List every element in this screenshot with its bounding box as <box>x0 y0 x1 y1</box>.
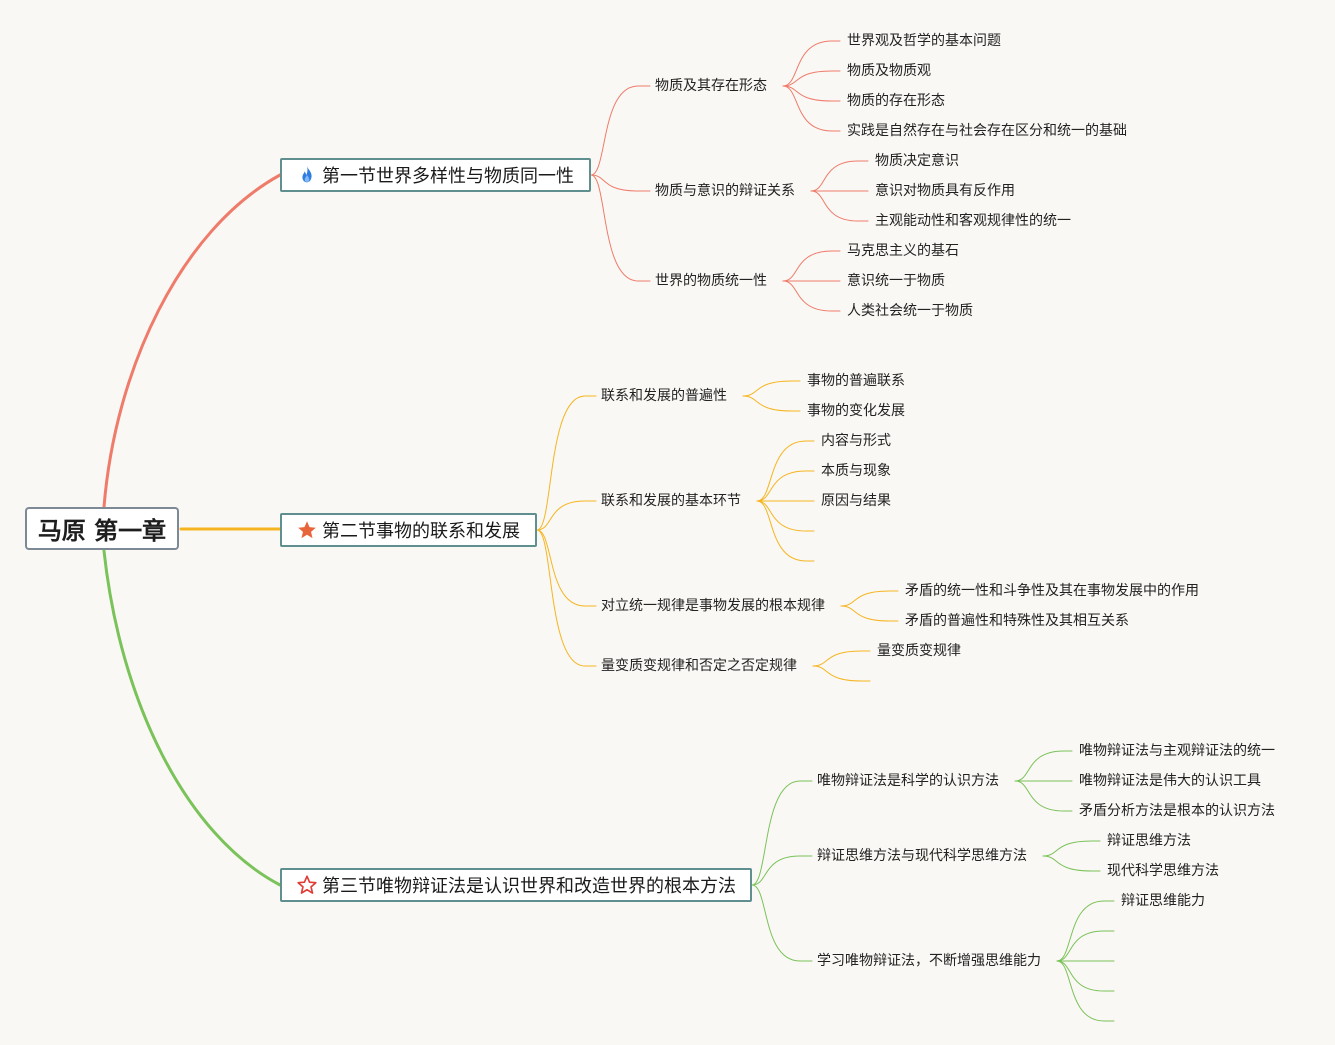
star-outline-icon <box>296 874 318 896</box>
link-2-1 <box>536 395 597 531</box>
link-1-2-3 <box>810 190 869 222</box>
subtopic-3-1[interactable]: 唯物辩证法是科学的认识方法 <box>817 773 999 789</box>
section-3-topic[interactable]: 第三节唯物辩证法是认识世界和改造世界的根本方法 <box>280 868 752 902</box>
leaf-2-2-1[interactable]: 内容与形式 <box>821 433 891 449</box>
leaf-2-3-1[interactable]: 矛盾的统一性和斗争性及其在事物发展中的作用 <box>905 583 1199 599</box>
leaf-1-3-3[interactable]: 人类社会统一于物质 <box>847 303 973 319</box>
link-2-1-1 <box>742 380 801 397</box>
section-1-topic[interactable]: 第一节世界多样性与物质同一性 <box>280 158 591 192</box>
leaf-2-2-3[interactable]: 原因与结果 <box>821 493 891 509</box>
leaf-3-3-1[interactable]: 辩证思维能力 <box>1121 893 1205 909</box>
link-3-1-1 <box>1014 750 1073 782</box>
link-3-3-2 <box>1056 930 1115 962</box>
subtopic-1-1[interactable]: 物质及其存在形态 <box>655 78 767 94</box>
link-3-2-1 <box>1042 840 1101 857</box>
leaf-1-1-2[interactable]: 物质及物质观 <box>847 63 931 79</box>
leaf-2-4-1[interactable]: 量变质变规律 <box>877 643 961 659</box>
link-1-2 <box>590 174 651 192</box>
leaf-2-2-2[interactable]: 本质与现象 <box>821 463 891 479</box>
subtopic-2-1[interactable]: 联系和发展的普遍性 <box>601 388 727 404</box>
link-2-2-5 <box>756 500 815 562</box>
root-topic[interactable]: 马原 第一章 <box>25 507 179 550</box>
link-2-2-1 <box>756 440 815 502</box>
leaf-1-2-3[interactable]: 主观能动性和客观规律性的统一 <box>875 213 1071 229</box>
link-1-1-1 <box>782 40 841 87</box>
link-1-3-1 <box>782 250 841 282</box>
link-1-1-3 <box>782 85 841 102</box>
root-link-section-1 <box>102 173 282 509</box>
leaf-2-1-2[interactable]: 事物的变化发展 <box>807 403 905 419</box>
link-2-3 <box>536 529 597 607</box>
leaf-3-1-3[interactable]: 矛盾分析方法是根本的认识方法 <box>1079 803 1275 819</box>
section-3-label: 第三节唯物辩证法是认识世界和改造世界的根本方法 <box>322 876 736 897</box>
leaf-1-1-4[interactable]: 实践是自然存在与社会存在区分和统一的基础 <box>847 123 1127 139</box>
link-2-4-2 <box>812 665 871 682</box>
leaf-1-1-3[interactable]: 物质的存在形态 <box>847 93 945 109</box>
leaf-1-3-2[interactable]: 意识统一于物质 <box>847 273 945 289</box>
link-2-2 <box>536 500 597 531</box>
link-2-2-4 <box>756 500 815 532</box>
subtopic-1-3[interactable]: 世界的物质统一性 <box>655 273 767 289</box>
section-2-topic[interactable]: 第二节事物的联系和发展 <box>280 513 537 547</box>
subtopic-2-4[interactable]: 量变质变规律和否定之否定规律 <box>601 658 797 674</box>
subtopic-3-2[interactable]: 辩证思维方法与现代科学思维方法 <box>817 848 1027 864</box>
subtopic-2-3[interactable]: 对立统一规律是事物发展的根本规律 <box>601 598 825 614</box>
leaf-3-1-2[interactable]: 唯物辩证法是伟大的认识工具 <box>1079 773 1261 789</box>
link-3-2 <box>751 855 813 886</box>
root-topic-label: 马原 第一章 <box>37 517 167 545</box>
link-3-3-4 <box>1056 960 1115 992</box>
link-1-1-2 <box>782 70 841 87</box>
subtopic-1-2[interactable]: 物质与意识的辩证关系 <box>655 183 795 199</box>
link-1-1 <box>590 85 651 176</box>
link-3-1-3 <box>1014 780 1073 812</box>
leaf-1-3-1[interactable]: 马克思主义的基石 <box>847 243 959 259</box>
leaf-1-1-1[interactable]: 世界观及哲学的基本问题 <box>847 33 1001 49</box>
link-2-1-2 <box>742 395 801 412</box>
link-1-3-3 <box>782 280 841 312</box>
leaf-1-2-2[interactable]: 意识对物质具有反作用 <box>875 183 1015 199</box>
link-3-3 <box>751 884 813 962</box>
section-1-label: 第一节世界多样性与物质同一性 <box>322 166 574 187</box>
link-3-3-1 <box>1056 900 1115 962</box>
link-2-4 <box>536 529 597 667</box>
leaf-3-2-1[interactable]: 辩证思维方法 <box>1107 833 1191 849</box>
subtopic-2-2[interactable]: 联系和发展的基本环节 <box>601 493 741 509</box>
link-2-3-2 <box>840 605 899 622</box>
link-1-2-1 <box>810 160 869 192</box>
leaf-3-2-2[interactable]: 现代科学思维方法 <box>1107 863 1219 879</box>
link-2-4-1 <box>812 650 871 667</box>
link-3-1 <box>751 780 813 886</box>
star-filled-icon <box>296 519 318 541</box>
link-1-3 <box>590 174 651 282</box>
leaf-3-1-1[interactable]: 唯物辩证法与主观辩证法的统一 <box>1079 743 1275 759</box>
link-2-2-2 <box>756 470 815 502</box>
link-3-2-2 <box>1042 855 1101 872</box>
link-1-1-4 <box>782 85 841 132</box>
section-2-label: 第二节事物的联系和发展 <box>322 521 520 542</box>
subtopic-3-3[interactable]: 学习唯物辩证法，不断增强思维能力 <box>817 953 1041 969</box>
leaf-2-3-2[interactable]: 矛盾的普遍性和特殊性及其相互关系 <box>905 613 1129 629</box>
leaf-1-2-1[interactable]: 物质决定意识 <box>875 153 959 169</box>
link-2-3-1 <box>840 590 899 607</box>
root-link-section-3 <box>102 549 282 887</box>
link-3-3-5 <box>1056 960 1115 1022</box>
fire-icon <box>296 164 318 186</box>
leaf-2-1-1[interactable]: 事物的普遍联系 <box>807 373 905 389</box>
